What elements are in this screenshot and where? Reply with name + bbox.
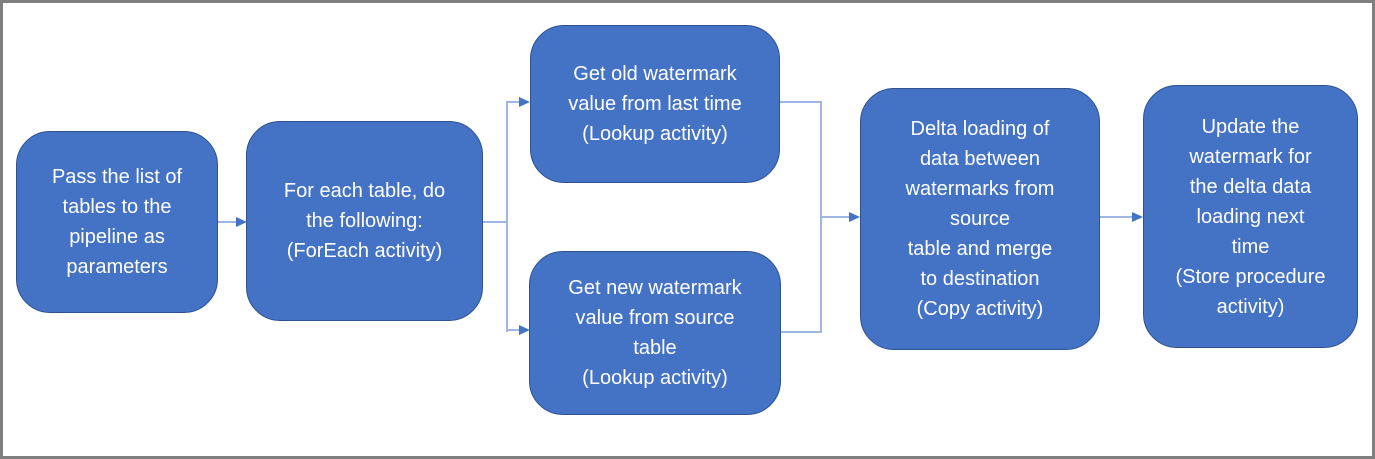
connector-old-watermark-merge-line	[780, 101, 822, 103]
connector-foreach-fork-stem-line	[483, 221, 507, 223]
node-pass-tables: Pass the list of tables to the pipeline …	[16, 131, 218, 313]
node-get-new-watermark: Get new watermark value from source tabl…	[529, 251, 781, 415]
node-pass-tables-label: Pass the list of tables to the pipeline …	[51, 166, 183, 278]
connector-new-watermark-merge-line	[781, 331, 822, 333]
connector-delta-to-update-line	[1100, 216, 1133, 218]
node-delta-loading-label: Delta loading of data between watermarks…	[905, 118, 1055, 320]
connector-foreach-to-new-watermark-line	[506, 329, 520, 331]
arrowhead-icon	[236, 217, 247, 227]
arrowhead-icon	[519, 325, 530, 335]
node-update-watermark: Update the watermark for the delta data …	[1143, 85, 1358, 348]
node-delta-loading: Delta loading of data between watermarks…	[860, 88, 1100, 350]
arrowhead-icon	[849, 212, 860, 222]
node-get-old-watermark-label: Get old watermark value from last time (…	[568, 63, 742, 145]
node-get-new-watermark-label: Get new watermark value from source tabl…	[568, 277, 742, 389]
connector-foreach-fork-vertical-line	[506, 101, 508, 332]
arrowhead-icon	[1132, 212, 1143, 222]
node-get-old-watermark: Get old watermark value from last time (…	[530, 25, 780, 183]
connector-pass-to-foreach-line	[218, 221, 238, 223]
connector-foreach-to-old-watermark-line	[506, 101, 520, 103]
node-foreach-label: For each table, do the following: (ForEa…	[283, 180, 446, 262]
connector-merge-to-delta-line	[820, 216, 850, 218]
arrowhead-icon	[519, 97, 530, 107]
node-update-watermark-label: Update the watermark for the delta data …	[1175, 115, 1326, 318]
node-foreach: For each table, do the following: (ForEa…	[246, 121, 483, 321]
